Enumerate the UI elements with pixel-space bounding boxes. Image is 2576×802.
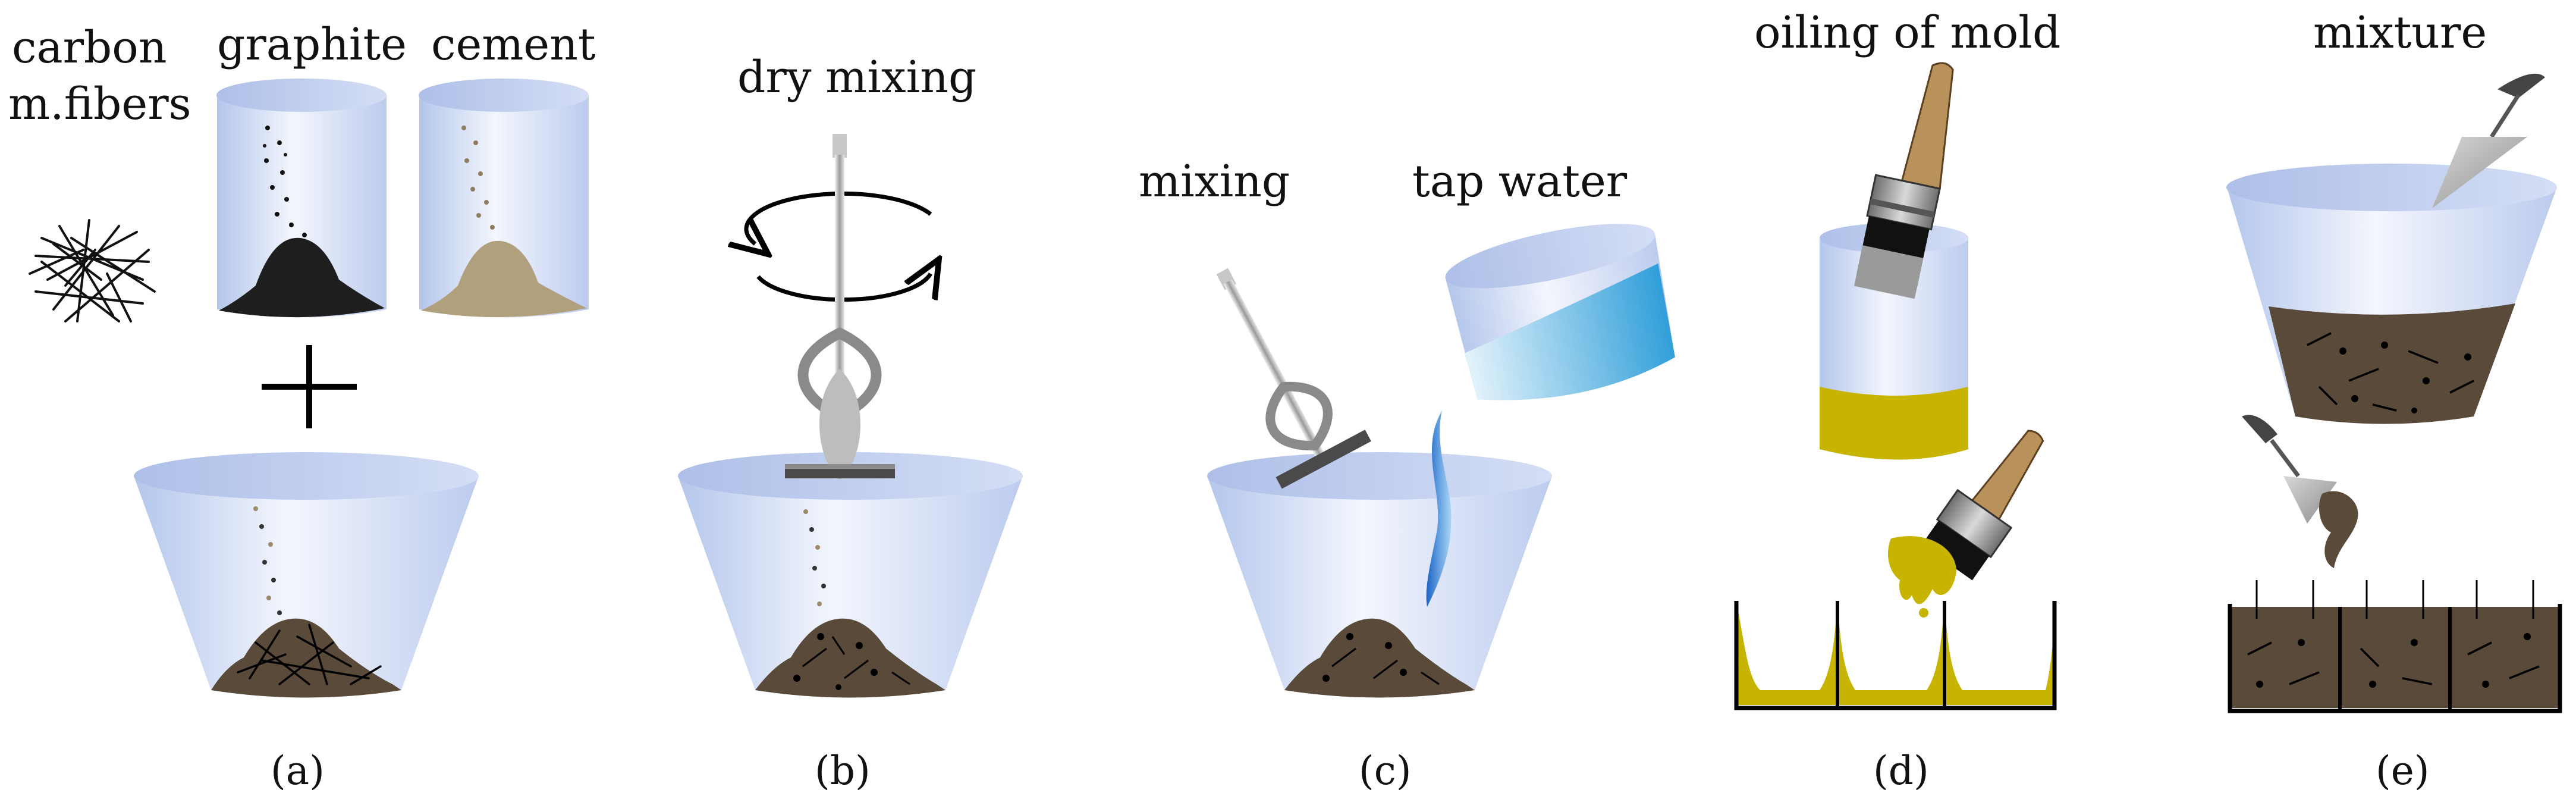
panel-e: mixture [2226,7,2562,794]
mixture-in-bowl [2269,303,2515,424]
mold-fibers [2247,641,2540,685]
fibers-in-mixture-a [237,624,382,685]
fibers-in-mixture-b [802,636,910,685]
mixing-bowl-b [678,452,1023,698]
panel-a: carbon m.fibers graphite cement [8,19,596,794]
caption-e: (e) [2376,748,2430,794]
trowel-icon [2432,73,2545,208]
panel-c: mixing tap water [1139,156,1675,794]
panel-d: oiling of mold ( [1734,7,2060,794]
caption-d: (d) [1873,748,1929,794]
caption-c: (c) [1359,748,1411,794]
cement-label: cement [431,19,596,70]
oil-can [1820,223,1968,460]
mixing-bowl-a [134,452,479,698]
trowel-mortar-icon [2242,415,2358,568]
caption-b: (b) [815,748,871,794]
mold-icon [1734,601,2057,710]
water-volume [1464,263,1675,400]
mixture-particles-c [1322,633,1407,682]
mixing-bowl-c [1207,452,1552,698]
cement-particles [461,126,495,230]
carbon-fiber-bundle-icon [29,219,156,322]
mixture-pile-b [755,618,945,698]
graphite-label: graphite [217,19,407,70]
mold-particles [2256,633,2531,688]
carbon-label-line2: m.fibers [8,79,191,130]
falling-particles-b [803,509,826,606]
panel-b: dry mixing [678,52,1023,794]
oil-drop [1919,608,1928,618]
mixture-fibers-e [2307,332,2474,412]
mixture-bowl [2226,164,2557,424]
brush-icon [1854,62,1954,299]
graphite-container [216,79,387,318]
oiling-brush-icon [1921,430,2044,581]
mixer-paddle-icon [785,134,895,479]
mixture-particles-b [793,633,878,690]
dry-mixing-label: dry mixing [737,52,976,103]
cement-container [419,79,589,318]
graphite-powder [219,237,385,318]
water-stream [1426,411,1452,607]
filled-mold [2228,580,2562,713]
carbon-label-line1: carbon [12,22,167,73]
oiling-label: oiling of mold [1754,7,2060,58]
mixer-paddle-tilted-icon [1216,268,1371,489]
plus-icon [262,345,357,428]
mixture-pile-c [1284,618,1475,698]
falling-particles-a [253,506,282,615]
mixing-label: mixing [1139,156,1290,207]
rotation-arrows-icon [746,191,931,302]
water-glass [1445,224,1675,400]
mixture-particles-e [2339,342,2471,413]
caption-a: (a) [271,748,325,794]
cement-powder [421,240,587,318]
graphite-particles [263,126,307,237]
mixture-pile-a [211,618,401,698]
fibers-in-mixture-c [1331,647,1440,685]
mixture-label: mixture [2313,7,2487,58]
oil-level [1820,387,1968,460]
mold-pins [2255,580,2534,619]
oil-drip [1888,536,1956,604]
tap-water-label: tap water [1412,156,1628,207]
